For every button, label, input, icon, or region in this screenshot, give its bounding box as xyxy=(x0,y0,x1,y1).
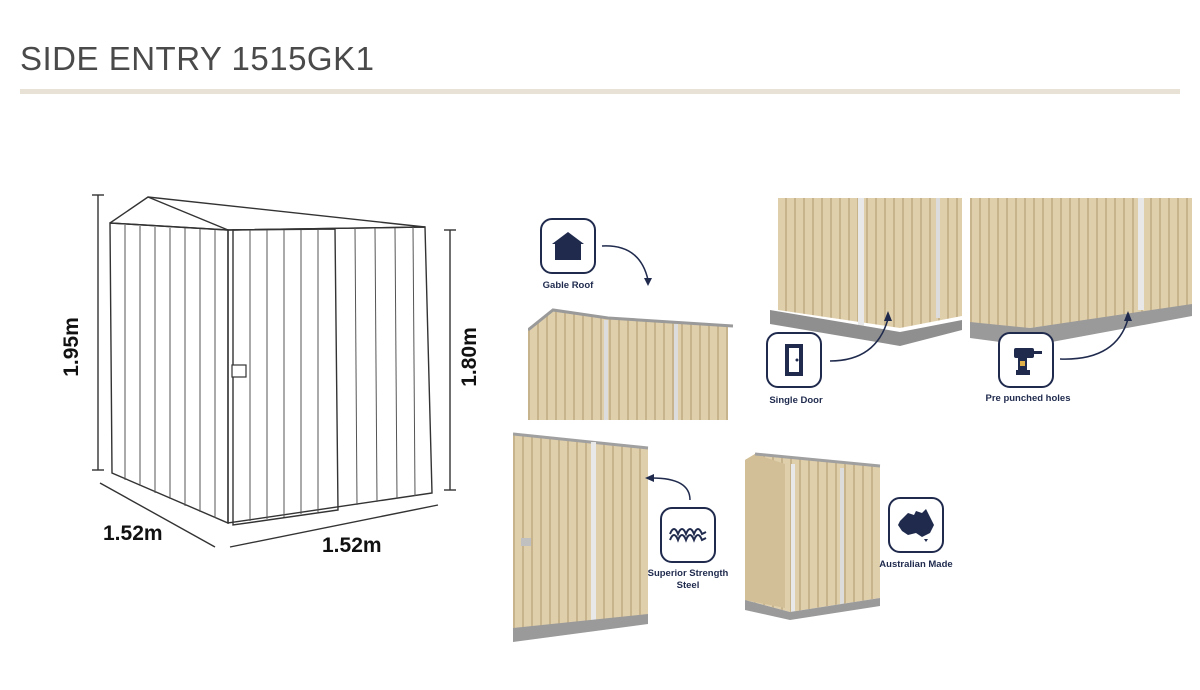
australian-made-label: Australian Made xyxy=(879,559,953,570)
dimension-wall-height: 1.80m xyxy=(457,327,481,387)
gable-roof-badge xyxy=(540,218,596,274)
pre-punched-holes-arrow xyxy=(1059,311,1132,360)
gable-roof-arrow xyxy=(601,245,652,286)
dimension-front-width: 1.52m xyxy=(322,534,382,557)
dimension-total-height: 1.95m xyxy=(59,317,83,377)
title-divider xyxy=(20,89,1180,94)
dimension-side-depth: 1.52m xyxy=(103,522,163,545)
australian-made-badge xyxy=(888,497,944,553)
single-door-photo xyxy=(740,198,962,346)
single-door-label: Single Door xyxy=(769,395,823,406)
pre-punched-holes-label: Pre punched holes xyxy=(985,393,1071,404)
page-title: SIDE ENTRY 1515GK1 xyxy=(20,40,375,77)
shed-line-drawing xyxy=(92,194,456,548)
single-door-arrow xyxy=(829,311,892,362)
door-icon xyxy=(785,344,803,376)
pre-punched-holes-badge xyxy=(998,332,1054,388)
gable-roof-photo xyxy=(528,300,738,420)
gable-roof-label: Gable Roof xyxy=(542,280,594,291)
superior-strength-steel-label: Superior Strength Steel xyxy=(647,568,729,591)
house-icon xyxy=(552,232,584,260)
pre-punched-holes-photo xyxy=(970,198,1192,346)
single-door-badge xyxy=(766,332,822,388)
corrugated-steel-icon xyxy=(669,528,707,543)
australia-map-icon xyxy=(898,509,934,542)
superior-strength-steel-arrow xyxy=(645,474,691,501)
drill-icon xyxy=(1014,348,1042,375)
australian-made-photo xyxy=(745,450,913,620)
superior-strength-steel-badge xyxy=(660,507,716,563)
